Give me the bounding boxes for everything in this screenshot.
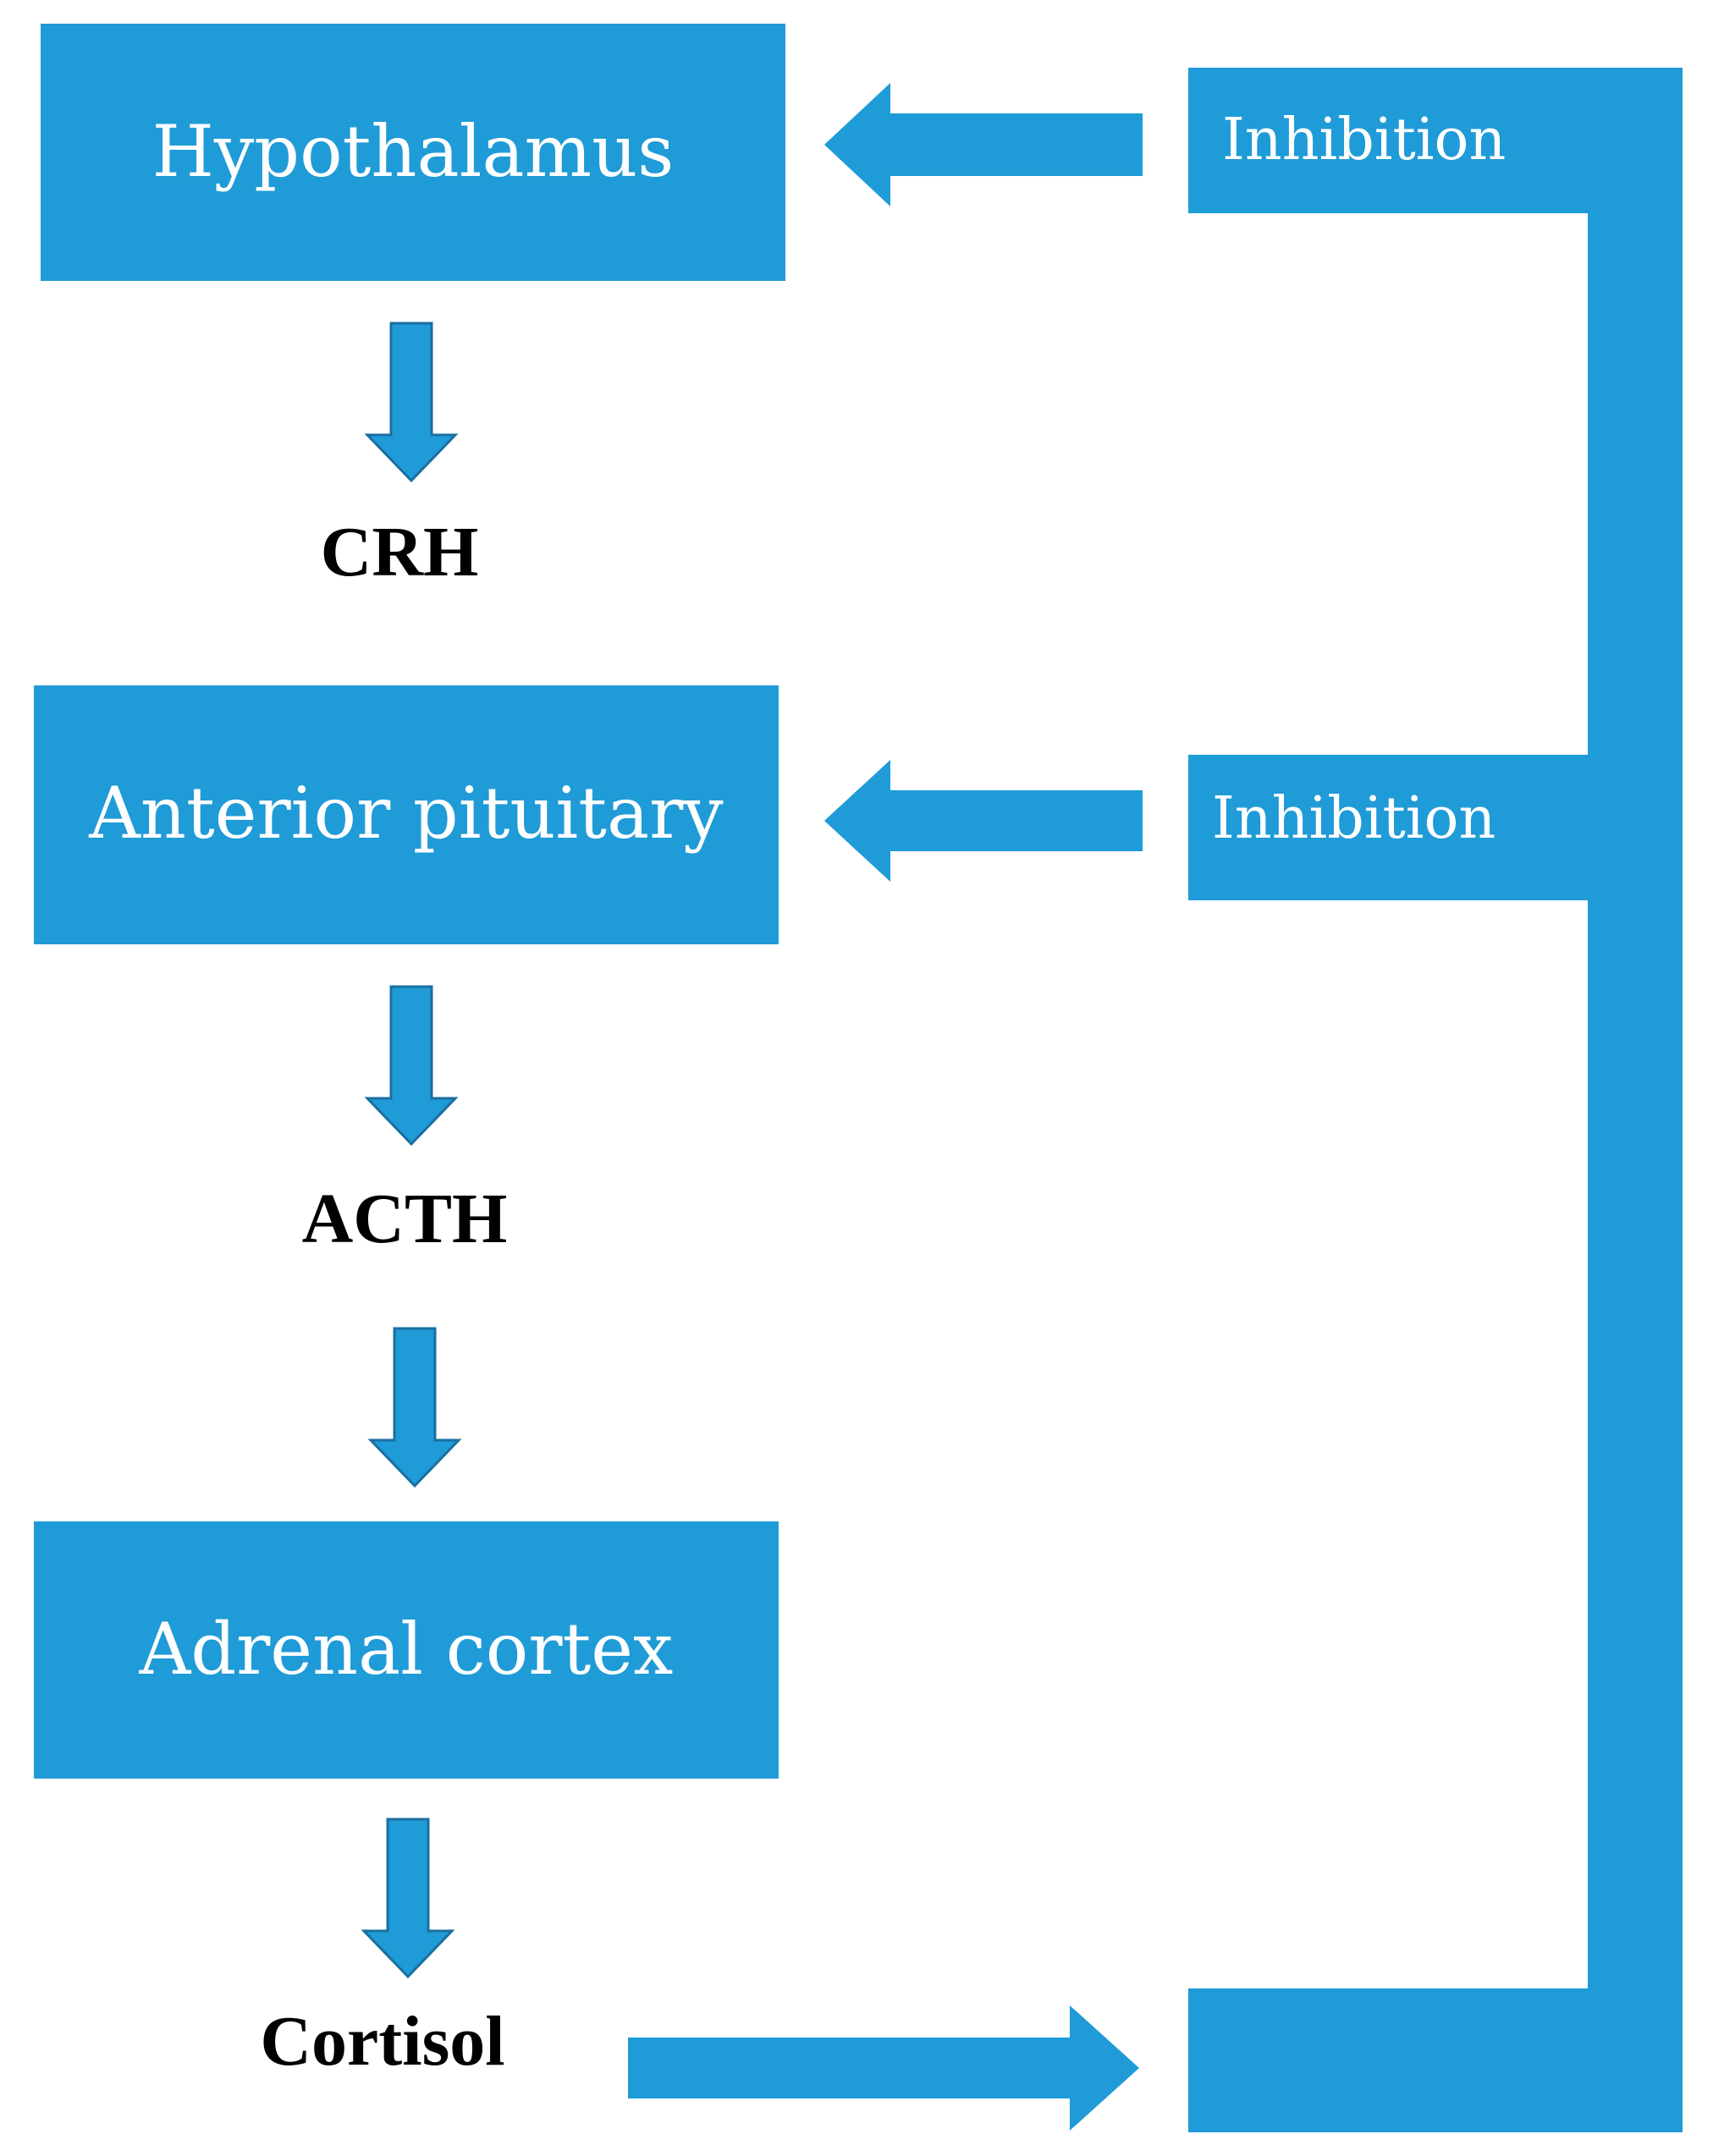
down-arrow-icon <box>364 985 459 1147</box>
down-arrow-icon <box>361 1818 455 1979</box>
cortisol-label: Cortisol <box>260 2002 504 2081</box>
feedback-middle-tab <box>1188 755 1683 900</box>
crh-label: CRH <box>321 513 479 591</box>
hypothalamus-box <box>41 24 785 281</box>
adrenal-cortex-box <box>34 1521 779 1779</box>
feedback-label-middle: Inhibition <box>1212 785 1495 852</box>
feedback-label-top: Inhibition <box>1222 107 1506 173</box>
anterior-pituitary-label: Anterior pituitary <box>88 772 724 855</box>
feedback-bracket-vertical <box>1588 68 1683 2132</box>
down-arrow-icon <box>367 1327 462 1488</box>
anterior-pituitary-box <box>34 685 779 944</box>
feedback-top-tab <box>1188 68 1683 213</box>
acth-label: ACTH <box>302 1180 508 1258</box>
down-arrow-icon <box>364 322 459 483</box>
feedback-arrow-right-icon <box>628 2005 1139 2131</box>
hypothalamus-label: Hypothalamus <box>152 110 675 193</box>
adrenal-cortex-label: Adrenal cortex <box>139 1608 674 1691</box>
inhibition-arrow-left-icon <box>824 83 1143 206</box>
feedback-bottom-tab <box>1188 1988 1683 2132</box>
inhibition-arrow-left-icon <box>824 760 1143 882</box>
